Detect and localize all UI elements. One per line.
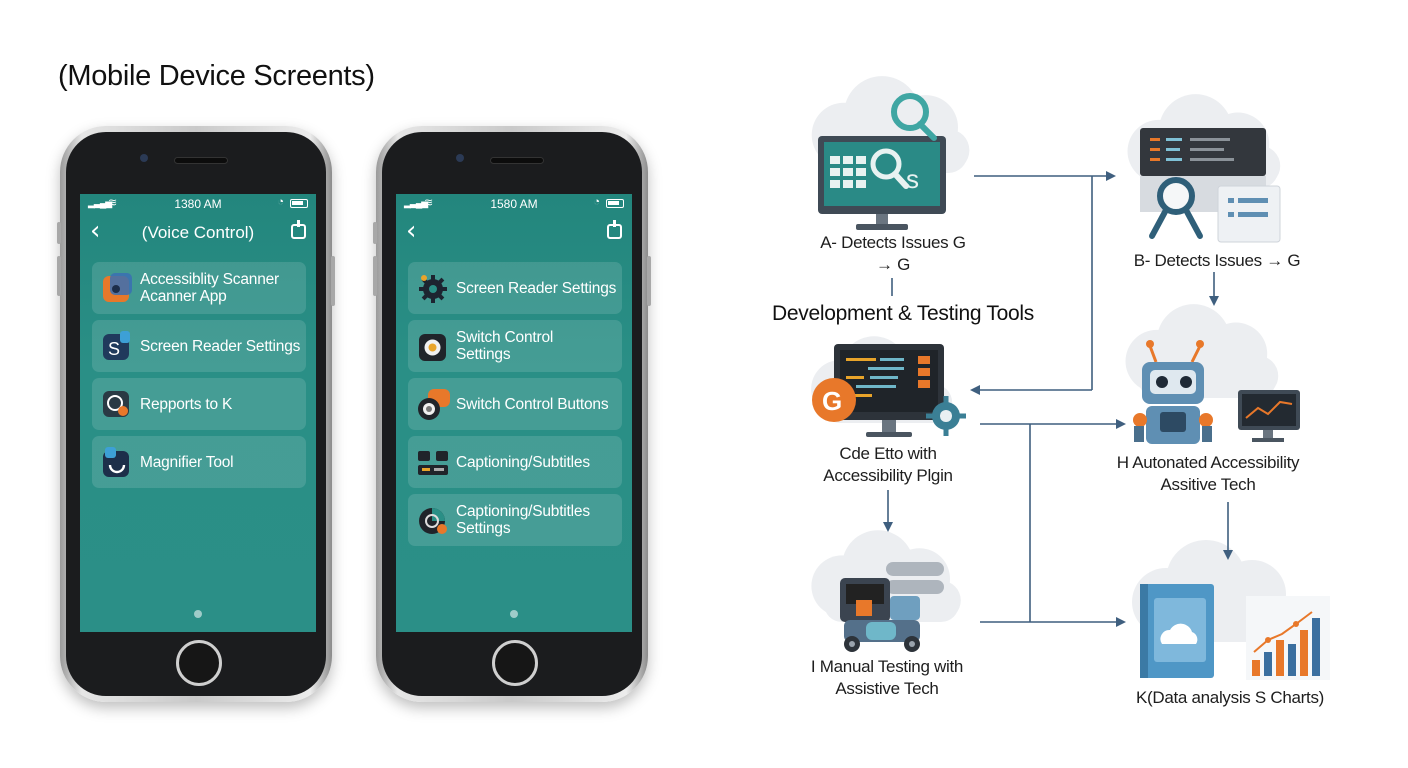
list-item-reports[interactable]: Repports to K (92, 378, 306, 430)
node-h-label: H Autonated Accessibility Assitive Tech (1116, 453, 1300, 494)
list-item-screen-reader[interactable]: Screen Reader Settings (408, 262, 622, 314)
status-bar: ▂▃▄▅ ≋ 1380 AM ◔ (80, 194, 316, 214)
node-b-label: B- Detects Issues → G (1133, 251, 1301, 270)
section-label-dev-tools: Development & Testing Tools (772, 302, 1034, 325)
list-item-label: Screen Reader Settings (140, 337, 301, 355)
list-item-switch-control-buttons[interactable]: Switch Control Buttons (408, 378, 622, 430)
list-item-label: Switch Control Settings (456, 329, 554, 363)
reports-icon (100, 387, 134, 421)
robot-icon (1133, 340, 1300, 444)
earpiece-speaker (174, 157, 228, 164)
status-time: 1380 AM (174, 197, 222, 211)
captioning-icon (416, 445, 450, 479)
list-item-label: Repports to K (140, 395, 233, 413)
node-g-label: Cde Etto with Accessibility Plgin (823, 444, 953, 485)
front-camera (140, 154, 148, 162)
wifi-icon: ≋ (424, 197, 434, 209)
code-editor-icon: G (812, 344, 966, 437)
list-item-label: Accessiblity Scanner Acanner App (140, 271, 280, 305)
list-item-screen-reader[interactable]: S Screen Reader Settings (92, 320, 306, 372)
node-k-label: K(Data analysis S Charts) (1135, 688, 1325, 707)
bar-chart-icon (1140, 584, 1330, 680)
status-bar: ▂▃▄▅ ≋ 1580 AM ◔ (396, 194, 632, 214)
page-indicator (194, 610, 202, 618)
front-camera (456, 154, 464, 162)
home-button[interactable] (176, 640, 222, 686)
earpiece-speaker (490, 157, 544, 164)
page-title: (Mobile Device Screents) (58, 60, 375, 92)
location-icon: ◔ (593, 196, 600, 208)
settings-list: Screen Reader Settings Switch Control Se… (408, 262, 622, 552)
share-icon[interactable] (291, 220, 306, 239)
server-search-icon (1140, 128, 1281, 243)
list-item-accessibility-scanner[interactable]: Accessiblity Scanner Acanner App (92, 262, 306, 314)
svg-text:s: s (906, 164, 919, 194)
list-item-switch-control-settings[interactable]: Switch Control Settings (408, 320, 622, 372)
svg-text:S: S (108, 339, 120, 359)
nav-bar: ‹ (396, 216, 632, 250)
list-item-magnifier[interactable]: Magnifier Tool (92, 436, 306, 488)
list-item-captioning[interactable]: Captioning/Subtitles (408, 436, 622, 488)
location-icon: ◔ (277, 196, 284, 208)
screen-reader-icon: S (100, 329, 134, 363)
list-item-label: Screen Reader Settings (456, 279, 617, 297)
list-item-captioning-settings[interactable]: Captioning/Subtitles Settings (408, 494, 622, 546)
node-a-label: A- Detects Issues G → G (820, 233, 966, 274)
list-item-label: Captioning/Subtitles Settings (456, 503, 590, 537)
switch-control-icon (416, 329, 450, 363)
scanner-app-icon (100, 271, 134, 305)
share-icon[interactable] (607, 220, 622, 239)
signal-icon: ▂▃▄▅ (404, 198, 428, 208)
list-item-label: Magnifier Tool (140, 453, 234, 471)
g-badge-text: G (822, 386, 842, 416)
connectors (883, 171, 1233, 627)
manual-testing-icon (840, 562, 944, 652)
phone-right: ▂▃▄▅ ≋ 1580 AM ◔ ‹ Screen Reader Setting… (373, 126, 651, 702)
signal-icon: ▂▃▄▅ (88, 198, 112, 208)
nav-title: (Voice Control) (141, 223, 255, 242)
list-item-label: Switch Control Buttons (456, 395, 609, 413)
node-i-label: I Manual Testing with Assistive Tech (810, 657, 964, 698)
page-indicator (510, 610, 518, 618)
home-button[interactable] (492, 640, 538, 686)
settings-list: Accessiblity Scanner Acanner App S Scree… (92, 262, 306, 494)
list-item-label: Captioning/Subtitles (456, 453, 590, 471)
wifi-icon: ≋ (108, 197, 118, 209)
status-time: 1580 AM (490, 197, 538, 211)
back-chevron-icon[interactable]: ‹ (90, 216, 101, 246)
nav-bar: ‹ (Voice Control) (80, 216, 316, 250)
phone-left: ▂▃▄▅ ≋ 1380 AM ◔ ‹ (Voice Control) Acces… (57, 126, 335, 702)
switch-buttons-icon (416, 387, 450, 421)
phone-screen: ▂▃▄▅ ≋ 1380 AM ◔ ‹ (Voice Control) Acces… (80, 194, 316, 632)
battery-icon (290, 199, 308, 208)
back-chevron-icon[interactable]: ‹ (406, 216, 417, 246)
gear-icon (416, 271, 450, 305)
battery-icon (606, 199, 624, 208)
phone-screen: ▂▃▄▅ ≋ 1580 AM ◔ ‹ Screen Reader Setting… (396, 194, 632, 632)
captioning-settings-icon (416, 503, 450, 537)
magnifier-icon (100, 445, 134, 479)
computer-search-icon: s (818, 93, 946, 230)
